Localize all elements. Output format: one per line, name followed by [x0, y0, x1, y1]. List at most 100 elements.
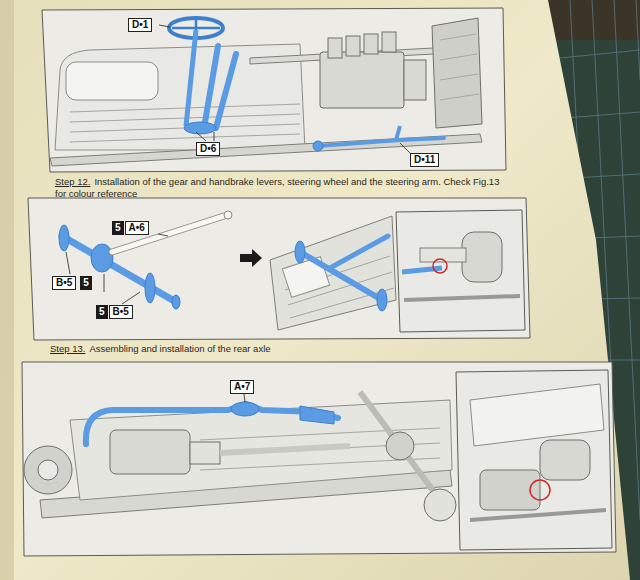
rear-axle-part [91, 244, 113, 272]
cutting-mat [636, 0, 640, 80]
step-12-panel [66, 62, 158, 100]
part-callout-box: A•6 [125, 221, 149, 235]
step-14-panel [110, 430, 190, 474]
step-12-panel [320, 52, 404, 108]
callout-number: D•6 [200, 144, 216, 154]
installed-axle-part [295, 241, 305, 263]
callout-number: A•6 [129, 223, 145, 233]
step-caption: Step 13. Assembling and installation of t… [50, 343, 520, 355]
step-12-panel [382, 32, 396, 52]
lever-parts [184, 46, 236, 134]
installed-axle-part [377, 289, 387, 311]
step-12-panel [440, 54, 477, 60]
torque-tube-part [231, 402, 259, 416]
step-14-panel [22, 362, 616, 556]
step-13-panel [462, 232, 502, 282]
step-14-panel [456, 370, 612, 550]
step-14-panel [540, 440, 590, 480]
rear-axle-part [145, 273, 155, 303]
callout-number: B•5 [113, 307, 129, 317]
step-number: Step 13. [50, 343, 85, 354]
part-callout-box: D•1 [128, 18, 152, 32]
drive-shaft-part [224, 211, 232, 219]
part-callout-box: B•5 [52, 276, 76, 290]
step-12-panel [328, 38, 342, 58]
leader-line [66, 252, 70, 274]
step-14-panel [200, 428, 440, 470]
step-caption: Step 12.Installation of the gear and han… [55, 176, 503, 200]
quantity-box: 5 [96, 305, 108, 319]
lever-parts [204, 46, 218, 128]
steering-arm-part [396, 126, 400, 140]
step-14-panel [38, 460, 58, 480]
step-14-panel [470, 384, 604, 446]
torque-tube-part [300, 406, 334, 424]
callout-number: D•11 [414, 155, 435, 165]
step-12-panel [364, 34, 378, 54]
step-14-panel [480, 470, 540, 510]
part-callout-box: A•7 [230, 380, 254, 394]
leader-line [244, 394, 245, 402]
leader-line [196, 132, 206, 141]
step-12-panel [440, 74, 478, 80]
step-14-panel [22, 362, 616, 556]
step-13-panel [270, 216, 396, 330]
leader-line [214, 132, 215, 141]
quantity-box: 5 [80, 276, 92, 290]
step-12-panel [440, 34, 476, 40]
highlight-circle [530, 480, 550, 500]
step-12-panel [404, 60, 426, 100]
steering-wheel-part [186, 30, 196, 126]
step-14-panel [24, 446, 72, 494]
step-number: Step 12. [55, 176, 90, 187]
torque-tube-part [86, 404, 338, 444]
booklet-page [0, 0, 14, 580]
steering-arm-part [313, 126, 444, 151]
leader-line [66, 234, 168, 304]
highlight-circle [433, 259, 447, 273]
installed-axle-part [330, 236, 388, 268]
drive-shaft-part [112, 216, 224, 252]
step-14-panel [470, 510, 606, 520]
step-12-panel [42, 8, 506, 172]
quantity-box: 5 [112, 221, 124, 235]
step-12-panel [440, 34, 479, 100]
callout-number: 5 [115, 223, 121, 233]
step-12-panel [70, 134, 300, 142]
callout-number: 5 [99, 307, 105, 317]
step-14-panel [190, 442, 220, 464]
installed-axle-part [295, 236, 388, 311]
step-description: Installation of the gear and handbrake l… [55, 176, 499, 199]
leader-line [159, 25, 170, 27]
lever-parts [216, 54, 236, 128]
rear-axle-part [62, 236, 176, 302]
part-callout-box: D•6 [196, 142, 220, 156]
part-callout-box: B•5 [109, 305, 133, 319]
lever-parts [184, 122, 216, 134]
step-12-panel [320, 32, 426, 108]
leader-line [158, 234, 168, 236]
torque-tube-part [86, 402, 338, 444]
leader-line [159, 25, 410, 153]
step-14-panel [424, 489, 456, 521]
step-12-panel [346, 36, 360, 56]
step-description: Assembling and installation of the rear … [89, 343, 270, 354]
step-14-panel [70, 400, 452, 500]
steering-arm-part [313, 141, 323, 151]
step-14-panel [220, 446, 350, 453]
callout-number: 5 [83, 278, 89, 288]
callout-number: B•5 [56, 278, 72, 288]
callout-number: D•1 [132, 20, 148, 30]
part-callout-box: D•11 [410, 153, 439, 167]
step-13-panel [28, 198, 530, 340]
step-13-panel [404, 296, 520, 300]
drive-shaft-part [112, 211, 232, 252]
rear-axle-part [172, 295, 180, 309]
steering-arm-part [318, 138, 444, 146]
